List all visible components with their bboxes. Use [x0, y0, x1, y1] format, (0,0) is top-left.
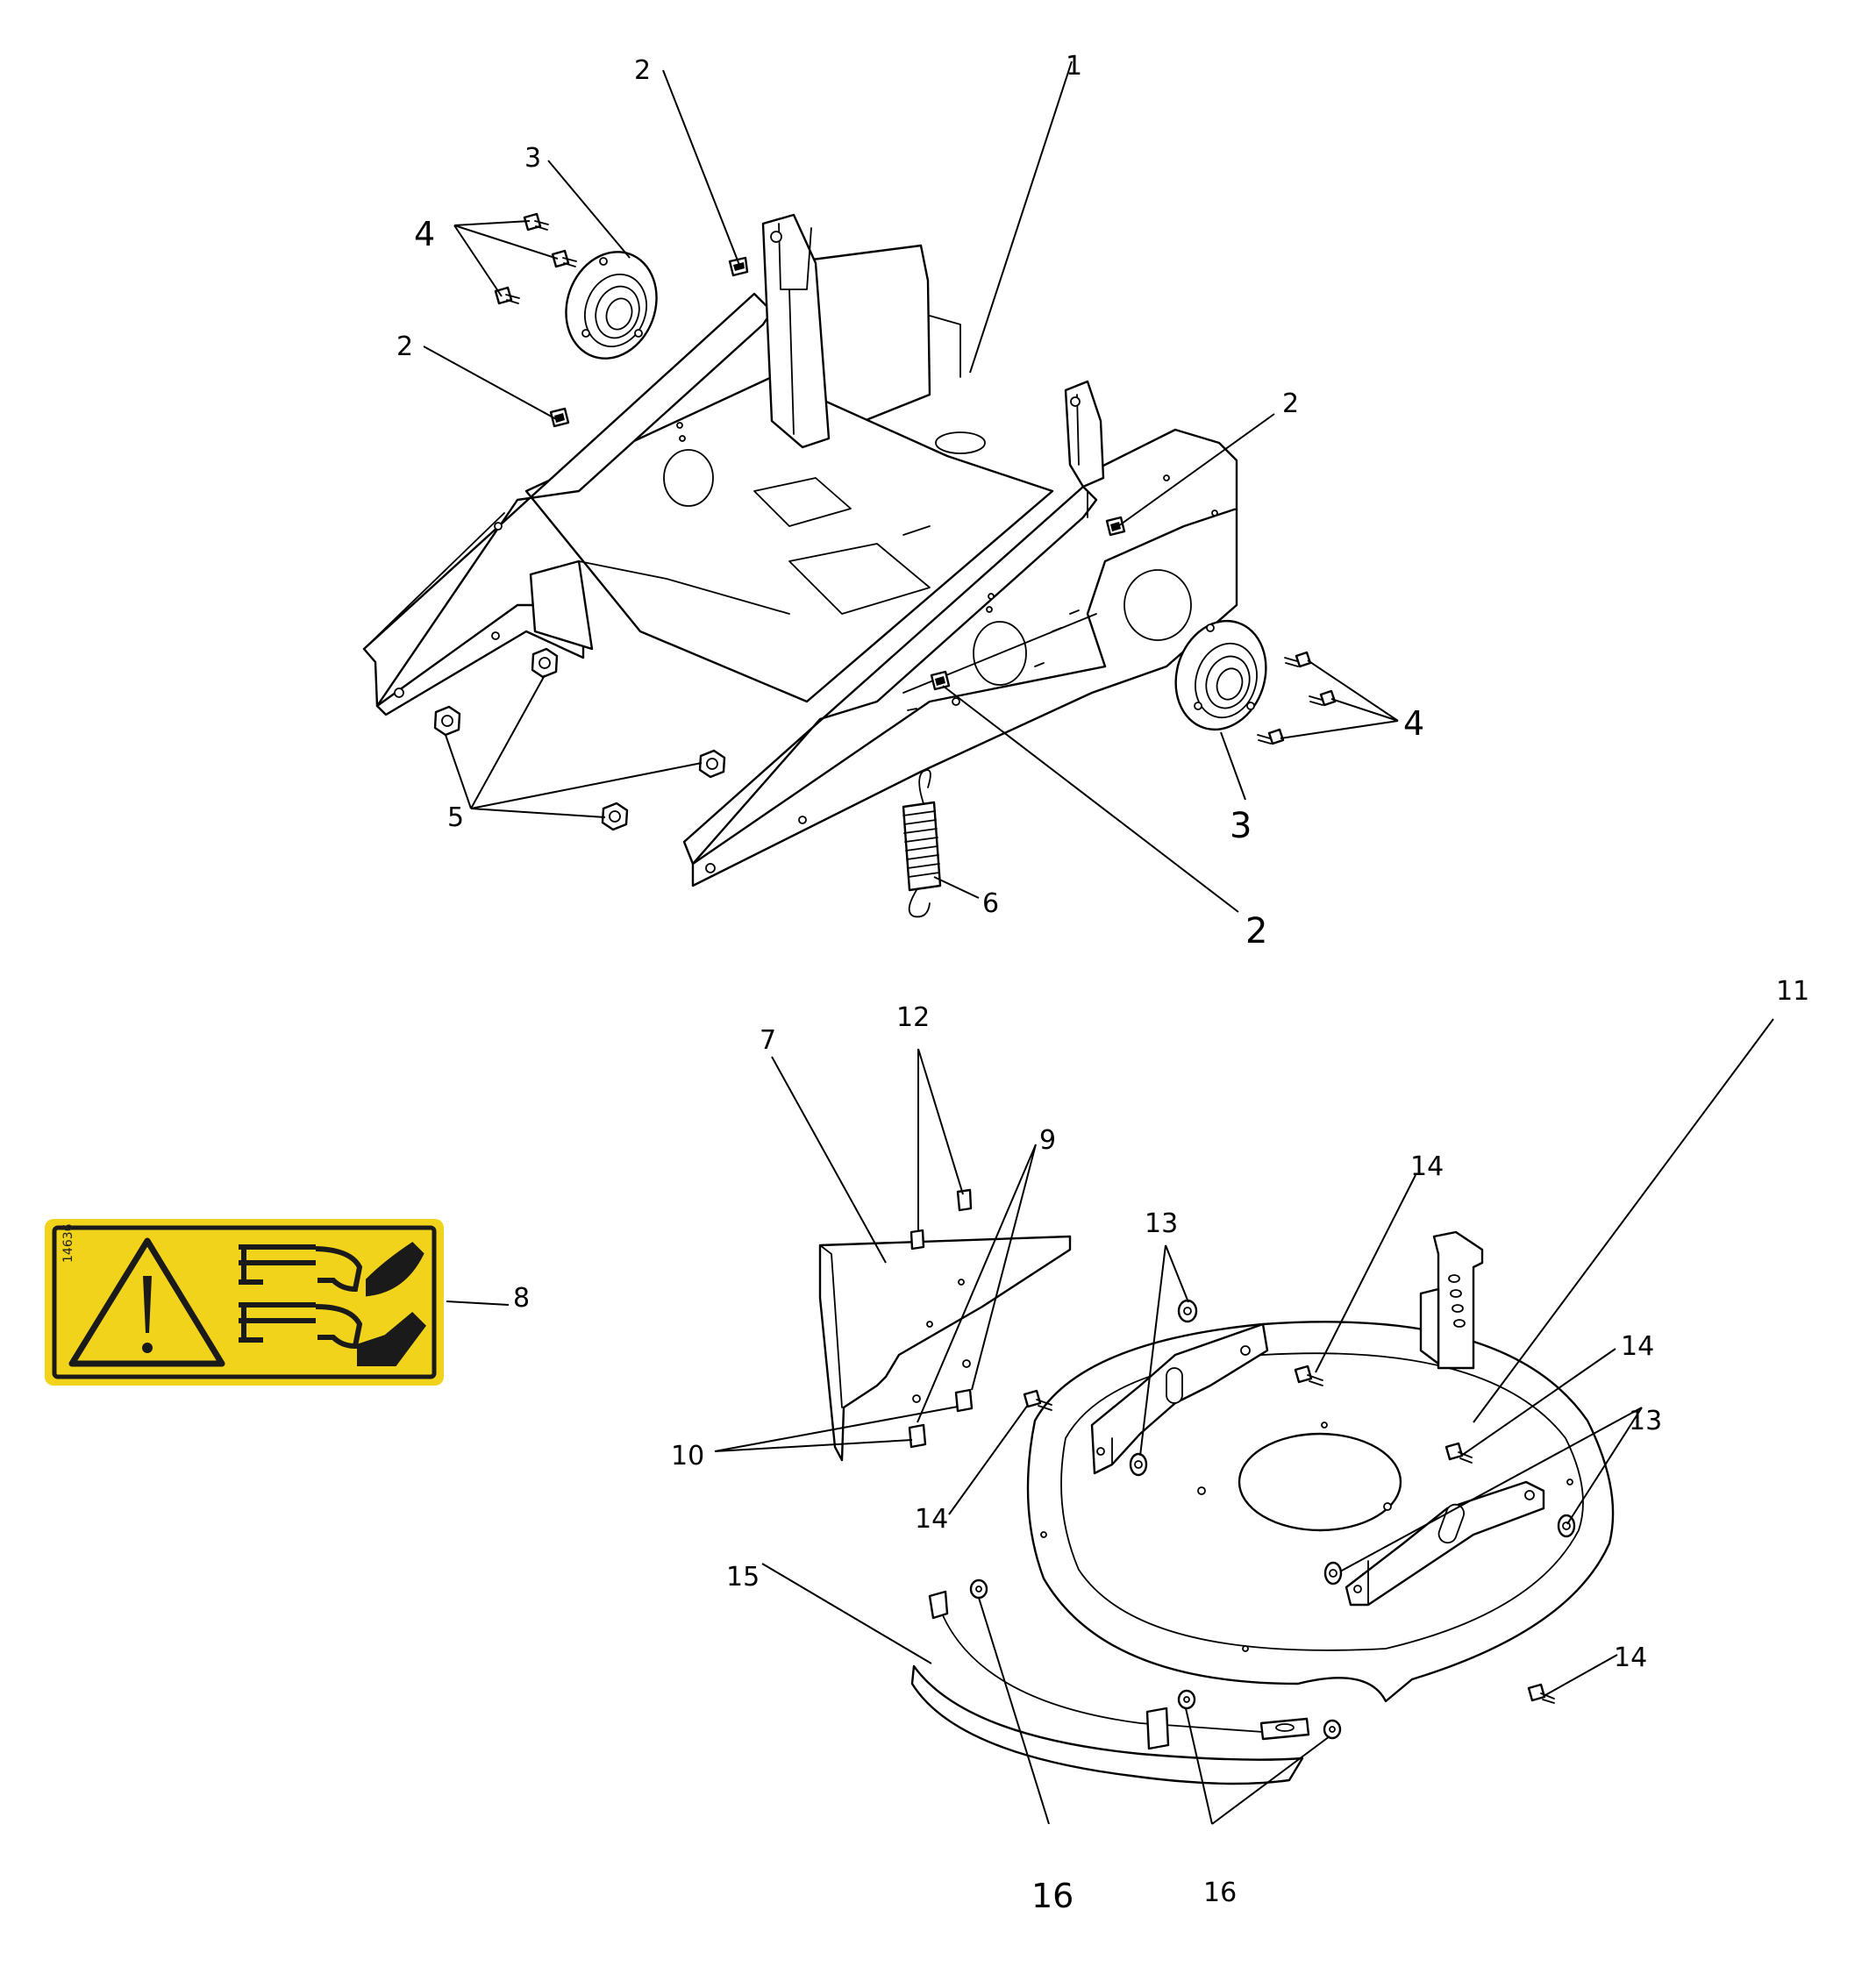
callout-labels: 1 2 2 2 2 3 3 4 4 5 6 7 8 9 10 11 12 13 … [396, 51, 1809, 1915]
bearing-flange-right [1174, 619, 1267, 731]
warning-decal: 14636 [45, 1219, 444, 1386]
callout-5: 5 [447, 802, 464, 833]
callout-3-right: 3 [1230, 806, 1252, 846]
nut-13-a [1177, 1299, 1198, 1323]
callout-7: 7 [760, 1025, 776, 1056]
bolt-14-d [1527, 1683, 1555, 1704]
callout-14-top: 14 [1410, 1151, 1444, 1182]
bolt-left-2 [551, 249, 577, 268]
warning-triangle-icon [68, 1237, 225, 1367]
callout-2-left: 2 [396, 331, 413, 362]
spacer-10-a [954, 1388, 974, 1413]
callout-12: 12 [896, 1002, 930, 1033]
mower-deck [1026, 1230, 1615, 1703]
clip-nut-upper [728, 256, 749, 277]
deck-skirt [910, 1590, 1310, 1785]
nut-16-b [1177, 1689, 1196, 1710]
hex-nut-1 [433, 705, 461, 737]
callout-2-right: 2 [1282, 388, 1299, 419]
callout-8: 8 [513, 1283, 530, 1314]
bolt-right-1 [1284, 651, 1312, 668]
callout-14-left: 14 [915, 1504, 948, 1535]
callout-6: 6 [982, 888, 999, 919]
callout-11: 11 [1776, 976, 1809, 1007]
clip-nut-right [1105, 516, 1126, 537]
leader-lines [423, 61, 1774, 1825]
bolt-14-b [1023, 1389, 1052, 1411]
callout-13-left: 13 [1145, 1208, 1178, 1239]
bolt-right-3 [1257, 728, 1285, 745]
bolt-left-3 [494, 286, 520, 305]
callout-4-right: 4 [1403, 704, 1424, 743]
callout-1: 1 [1066, 51, 1082, 82]
callout-9: 9 [1039, 1125, 1056, 1156]
callout-2-front: 2 [1245, 911, 1267, 951]
nut-13-b [1129, 1452, 1148, 1477]
blade-hand-icon [239, 1242, 426, 1366]
callout-4-left: 4 [414, 215, 435, 253]
bolt-14-a [1294, 1365, 1323, 1386]
bolt-left-1 [523, 212, 549, 232]
screw-12-b [909, 1229, 925, 1251]
clip-nut-front [930, 670, 951, 691]
nut-16-c [1323, 1719, 1342, 1740]
callout-14-right: 14 [1621, 1331, 1654, 1362]
bolt-right-2 [1309, 689, 1337, 707]
hex-nut-2 [531, 647, 559, 679]
callout-3-left: 3 [524, 143, 541, 174]
deflector-plate [818, 1235, 1072, 1462]
nut-13-c [1323, 1561, 1343, 1586]
nut-16-a [969, 1578, 988, 1600]
callout-13-right: 13 [1629, 1406, 1662, 1436]
decal-code: 14636 [61, 1223, 75, 1263]
frame-assembly [362, 213, 1238, 887]
hex-nut-3 [698, 749, 726, 779]
callout-14-bottom: 14 [1614, 1643, 1647, 1673]
callout-2-top: 2 [634, 55, 651, 86]
hex-nut-4 [601, 802, 629, 831]
spacer-10-b [908, 1423, 927, 1449]
callout-10: 10 [671, 1441, 704, 1471]
bearing-flange-left [565, 251, 658, 360]
bolt-14-c [1444, 1442, 1473, 1464]
callout-15: 15 [726, 1562, 760, 1593]
screw-12-a [956, 1188, 973, 1212]
tension-spring [902, 769, 942, 918]
nut-13-d [1557, 1514, 1576, 1538]
callout-16-left: 16 [1031, 1877, 1074, 1915]
callout-16-right: 16 [1203, 1878, 1237, 1908]
